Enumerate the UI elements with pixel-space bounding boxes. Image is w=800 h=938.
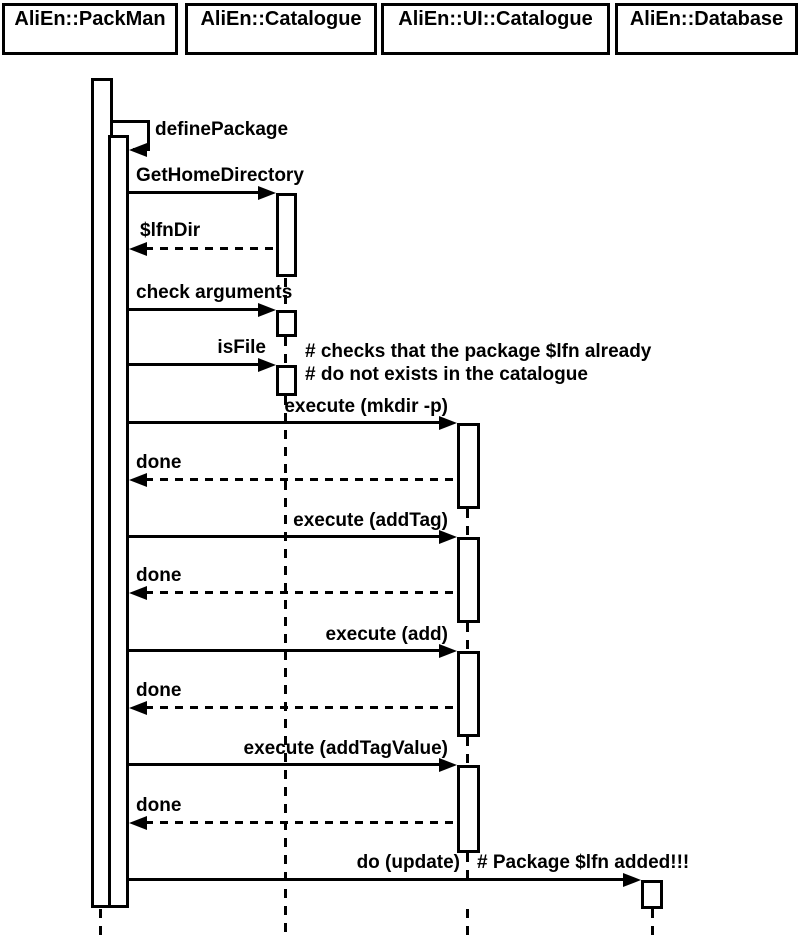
- message-arrow-done: [145, 591, 457, 594]
- message-label-check-arguments: check arguments: [136, 282, 293, 303]
- note-package-exists-line1: # checks that the package $lfn already: [305, 341, 652, 362]
- arrowhead-icon: [129, 586, 147, 600]
- arrowhead-icon: [258, 358, 276, 372]
- message-label-isfile: isFile: [217, 337, 266, 358]
- participant-box-catalogue: AliEn::Catalogue: [185, 3, 377, 55]
- message-arrow-gethomedirectory: [129, 191, 260, 194]
- lifeline-ui-catalogue: [466, 509, 469, 537]
- activation-bar-catalogue: [276, 365, 297, 396]
- message-label-done: done: [136, 565, 182, 586]
- message-arrow-lfndir: [145, 247, 276, 250]
- message-arrow-definepackage: [147, 120, 150, 151]
- arrowhead-icon: [129, 473, 147, 487]
- message-arrow-definepackage: [113, 120, 150, 123]
- message-arrow-execute-add: [129, 649, 441, 652]
- arrowhead-icon: [129, 242, 147, 256]
- lifeline-packman: [99, 909, 102, 938]
- message-label-execute-addtag: execute (addTag): [293, 510, 448, 531]
- lifeline-catalogue: [284, 396, 287, 938]
- arrowhead-icon: [258, 303, 276, 317]
- lifeline-ui-catalogue: [466, 737, 469, 765]
- message-arrow-execute-addtagvalue: [129, 763, 441, 766]
- message-label-execute-mkdir: execute (mkdir -p): [284, 396, 448, 417]
- lifeline-ui-catalogue: [466, 623, 469, 651]
- message-arrow-execute-addtag: [129, 535, 441, 538]
- message-label-done: done: [136, 452, 182, 473]
- arrowhead-icon: [439, 416, 457, 430]
- activation-bar-ui-catalogue: [457, 423, 480, 509]
- message-arrow-isfile: [129, 363, 260, 366]
- activation-bar-catalogue: [276, 310, 297, 337]
- lifeline-ui-catalogue: [466, 909, 469, 938]
- message-label-done: done: [136, 795, 182, 816]
- lifeline-catalogue: [284, 278, 287, 309]
- message-label-done: done: [136, 680, 182, 701]
- participant-box-database: AliEn::Database: [615, 3, 798, 55]
- activation-bar-packman-inner: [108, 135, 129, 908]
- message-arrow-check-arguments: [129, 308, 260, 311]
- activation-bar-ui-catalogue: [457, 651, 480, 737]
- message-arrow-done: [145, 821, 457, 824]
- message-arrow-done: [145, 478, 457, 481]
- message-arrow-do-update: [129, 878, 625, 881]
- activation-bar-catalogue: [276, 193, 297, 277]
- activation-bar-ui-catalogue: [457, 765, 480, 853]
- note-package-added: # Package $lfn added!!!: [477, 852, 690, 873]
- message-arrow-done: [145, 706, 457, 709]
- arrowhead-icon: [258, 186, 276, 200]
- message-label-gethomedirectory: GetHomeDirectory: [136, 165, 304, 186]
- arrowhead-icon: [439, 530, 457, 544]
- participant-box-ui-catalogue: AliEn::UI::Catalogue: [381, 3, 610, 55]
- lifeline-catalogue: [284, 337, 287, 364]
- activation-bar-ui-catalogue: [457, 537, 480, 623]
- arrowhead-icon: [623, 873, 641, 887]
- message-label-definepackage: definePackage: [155, 119, 289, 140]
- participant-box-packman: AliEn::PackMan: [2, 3, 178, 55]
- message-label-execute-addtagvalue: execute (addTagValue): [243, 738, 449, 759]
- message-label-execute-add: execute (add): [325, 624, 448, 645]
- message-label-do-update: do (update): [356, 852, 460, 873]
- message-arrow-execute-mkdir: [129, 421, 441, 424]
- arrowhead-icon: [129, 143, 147, 157]
- lifeline-ui-catalogue: [466, 853, 469, 880]
- note-package-exists-line2: # do not exists in the catalogue: [305, 364, 588, 385]
- arrowhead-icon: [129, 816, 147, 830]
- message-label-lfndir: $lfnDir: [140, 220, 201, 241]
- activation-bar-database: [641, 880, 663, 909]
- arrowhead-icon: [439, 758, 457, 772]
- lifeline-database: [651, 909, 654, 938]
- arrowhead-icon: [129, 701, 147, 715]
- arrowhead-icon: [439, 644, 457, 658]
